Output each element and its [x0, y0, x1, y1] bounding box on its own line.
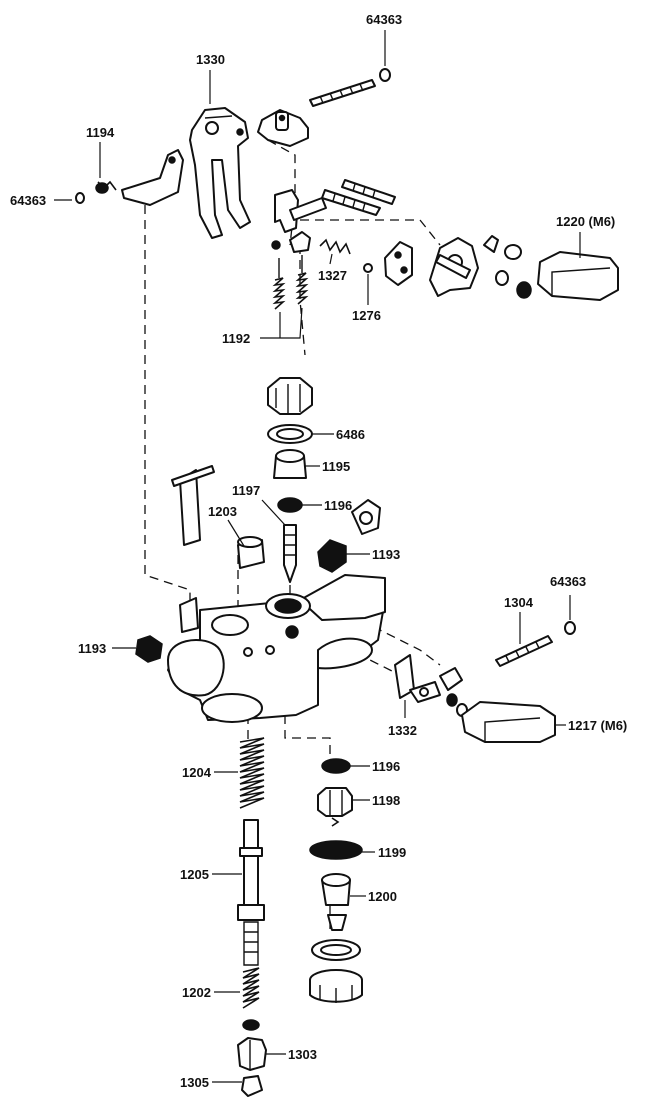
label-1203: 1203 — [208, 504, 237, 519]
label-1220: 1220 (M6) — [556, 214, 615, 229]
label-64363-top: 64363 — [366, 12, 402, 27]
label-1303: 1303 — [288, 1047, 317, 1062]
label-1217: 1217 (M6) — [568, 718, 627, 733]
label-1200: 1200 — [368, 889, 397, 904]
label-1202: 1202 — [182, 985, 211, 1000]
o-ring-bottom — [311, 939, 361, 961]
pin-64363-top — [309, 68, 391, 107]
cap-nut-top — [267, 377, 313, 415]
linkage-bracket — [271, 179, 396, 253]
label-1332: 1332 — [388, 723, 417, 738]
bracket-upper — [257, 109, 309, 147]
label-64363-right: 64363 — [550, 574, 586, 589]
fork-lever-1330 — [189, 107, 251, 239]
spring-1204 — [239, 737, 265, 809]
spring-1202 — [242, 967, 260, 1009]
springs-1192 — [272, 255, 309, 310]
seal-1196-top — [277, 497, 303, 513]
leader-lines — [54, 30, 581, 1083]
label-1195: 1195 — [322, 459, 350, 474]
knob-1217 — [461, 701, 556, 743]
carburetor-body — [167, 574, 386, 723]
pin-handle — [171, 465, 215, 546]
washer-small-bottom — [242, 1019, 260, 1031]
seal-1196-bottom — [321, 758, 351, 774]
bowl-plug-bottom — [309, 969, 363, 1003]
label-1196-bottom: 1196 — [372, 759, 400, 774]
label-1305: 1305 — [180, 1075, 209, 1090]
rod-1205 — [237, 819, 265, 966]
ball-1276 — [363, 263, 373, 273]
label-1193-left: 1193 — [78, 641, 106, 656]
fitting-1195 — [273, 449, 307, 479]
throttle-plate — [384, 235, 532, 299]
label-1205: 1205 — [180, 867, 209, 882]
cap-1305 — [241, 1075, 263, 1097]
needle-1197 — [283, 524, 297, 583]
bushing-1203 — [237, 536, 265, 569]
label-1192: 1192 — [222, 331, 250, 346]
label-1194: 1194 — [86, 125, 115, 140]
cap-1193-left — [135, 635, 163, 663]
label-1193-right: 1193 — [372, 547, 400, 562]
knob-1220 — [537, 251, 619, 301]
valve-1200 — [321, 873, 351, 931]
fitting-small-right — [351, 499, 381, 535]
label-1198: 1198 — [372, 793, 400, 808]
label-6486: 6486 — [336, 427, 365, 442]
label-1330: 1330 — [196, 52, 225, 67]
disc-1199 — [309, 840, 363, 860]
nut-1198 — [317, 787, 353, 827]
label-1304: 1304 — [504, 595, 534, 610]
label-1276: 1276 — [352, 308, 381, 323]
label-1327: 1327 — [318, 268, 347, 283]
nut-1303 — [237, 1037, 267, 1071]
label-64363-left: 64363 — [10, 193, 46, 208]
part-labels: 64363 1330 1194 64363 1220 (M6) 1327 127… — [10, 12, 627, 1090]
label-1204: 1204 — [182, 765, 212, 780]
label-1197: 1197 — [232, 483, 260, 498]
washer-6486 — [267, 424, 313, 444]
spring-1327 — [319, 238, 351, 255]
lever-1194 — [75, 149, 184, 206]
pin-1304 — [495, 621, 576, 667]
cap-1193-right — [317, 539, 347, 573]
label-1196-top: 1196 — [324, 498, 352, 513]
label-1199: 1199 — [378, 845, 406, 860]
linkage-1332 — [394, 654, 468, 717]
